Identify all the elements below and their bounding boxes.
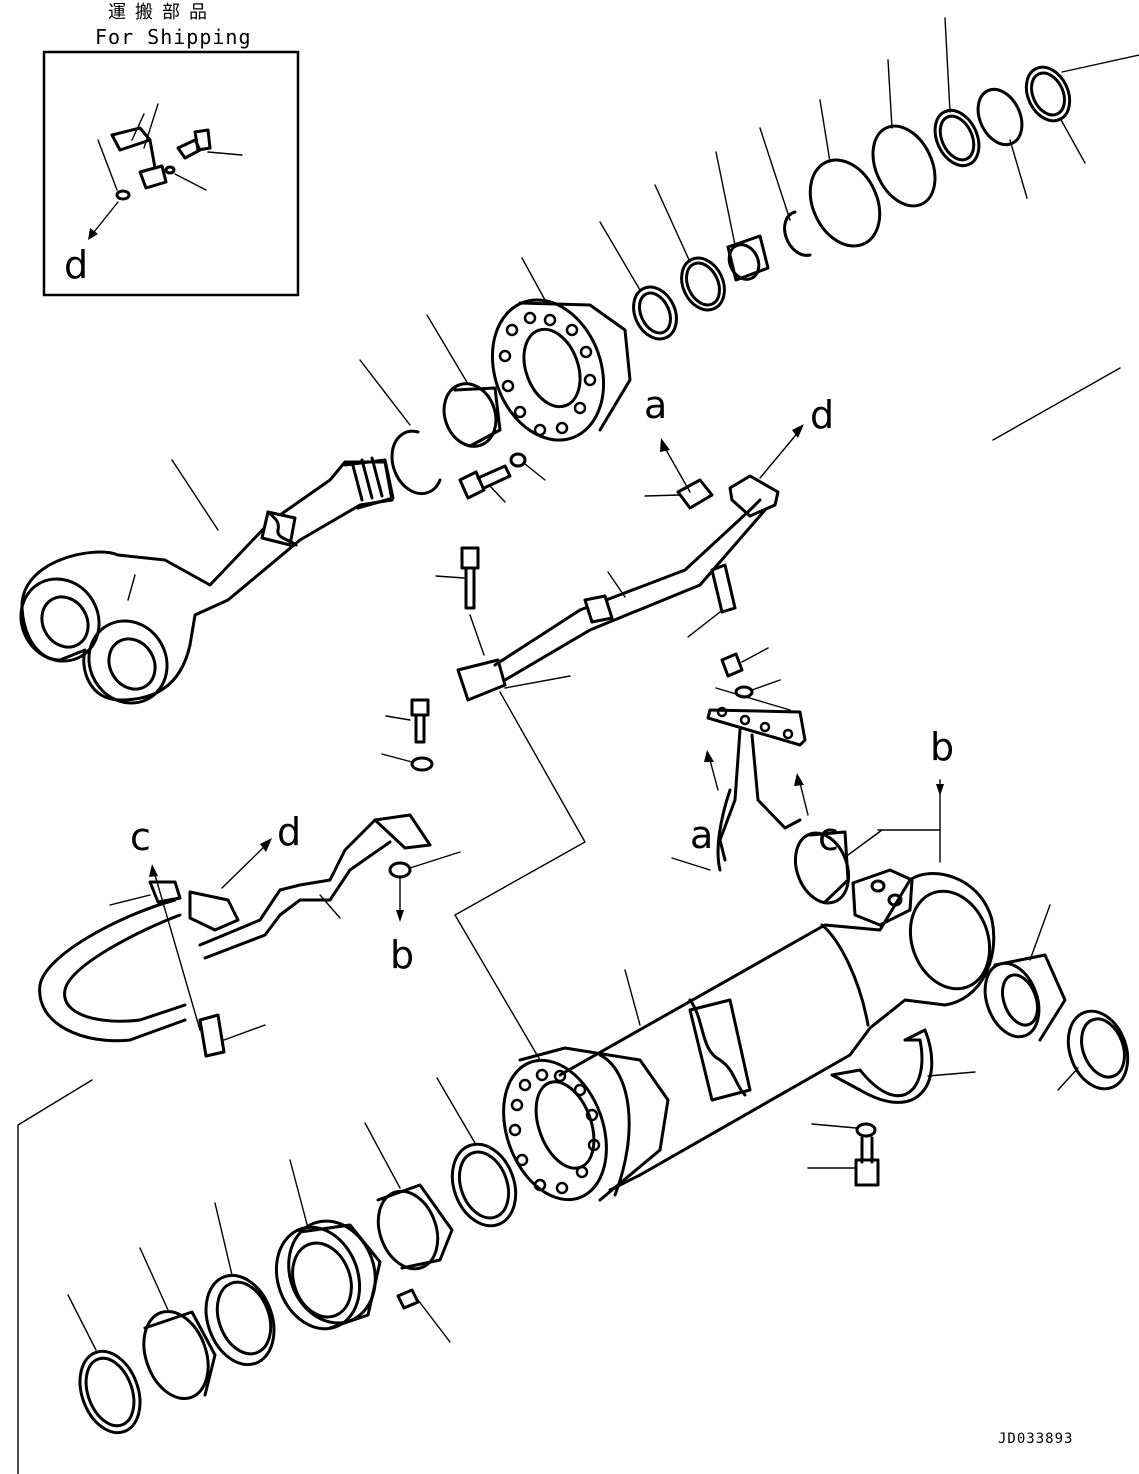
- band-clamp: [807, 1028, 976, 1187]
- shipping-frame: [42, 50, 300, 297]
- hydraulic-tube-lower: c d b: [38, 691, 586, 1061]
- for-shipping-inset: 運搬部品 For Shipping d: [42, 2, 300, 297]
- piston-rod: [19, 456, 395, 705]
- clamp-bracket: a c: [671, 647, 839, 872]
- drawing-code: JD033893: [998, 1431, 1073, 1447]
- callout-a-upper: a: [644, 383, 667, 427]
- bushings-far-right: [983, 904, 1130, 1091]
- callout-d-inset: d: [64, 243, 88, 287]
- hydraulic-tube-upper: a d: [435, 383, 834, 702]
- callout-c-left: c: [130, 815, 151, 859]
- shipping-title-en: For Shipping: [95, 25, 252, 49]
- callout-b-right: b: [930, 725, 954, 769]
- callout-d-upper: d: [810, 393, 834, 437]
- shipping-title-jp: 運搬部品: [108, 2, 216, 23]
- explode-line-right: [992, 367, 1121, 441]
- piston-seals-bottom: [67, 1077, 518, 1435]
- callout-b-left: b: [390, 933, 414, 977]
- explode-line-left: [17, 1079, 93, 1474]
- callout-d-lower: d: [277, 810, 301, 854]
- cylinder-tube: b: [502, 725, 996, 1202]
- cylinder-head-top: [359, 257, 632, 503]
- callout-a-lower: a: [690, 813, 713, 857]
- seal-rings-top: [599, 17, 1139, 341]
- bushing-right: [793, 829, 883, 905]
